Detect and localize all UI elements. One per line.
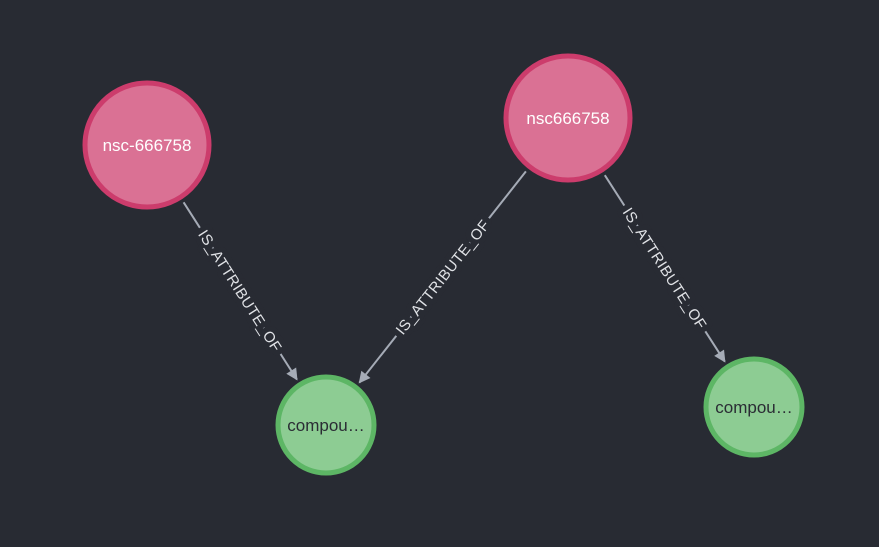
node-compound-right[interactable]: compou… bbox=[703, 356, 805, 458]
node-circle[interactable] bbox=[82, 80, 212, 210]
edge-line[interactable] bbox=[358, 170, 527, 384]
edge-label-is-attribute-of[interactable]: IS_ATTRIBUTE_OF bbox=[387, 211, 499, 344]
node-circle[interactable] bbox=[703, 356, 805, 458]
edge-label-is-attribute-of[interactable]: IS_ATTRIBUTE_OF bbox=[613, 199, 715, 338]
edge-line[interactable] bbox=[603, 174, 726, 363]
edge-nsc666758-to-compound-right[interactable]: IS_ATTRIBUTE_OF bbox=[603, 174, 726, 363]
edge-nsc666758-to-compound-center[interactable]: IS_ATTRIBUTE_OF bbox=[358, 170, 527, 384]
node-compound-center[interactable]: compou… bbox=[275, 374, 377, 476]
node-circle[interactable] bbox=[503, 53, 633, 183]
edge-label-is-attribute-of[interactable]: IS_ATTRIBUTE_OF bbox=[189, 222, 291, 361]
edge-nsc-666758-to-compound-center[interactable]: IS_ATTRIBUTE_OF bbox=[182, 201, 298, 381]
node-circle[interactable] bbox=[275, 374, 377, 476]
node-nsc-666758[interactable]: nsc-666758 bbox=[82, 80, 212, 210]
node-nsc666758[interactable]: nsc666758 bbox=[503, 53, 633, 183]
edge-line[interactable] bbox=[182, 201, 298, 381]
